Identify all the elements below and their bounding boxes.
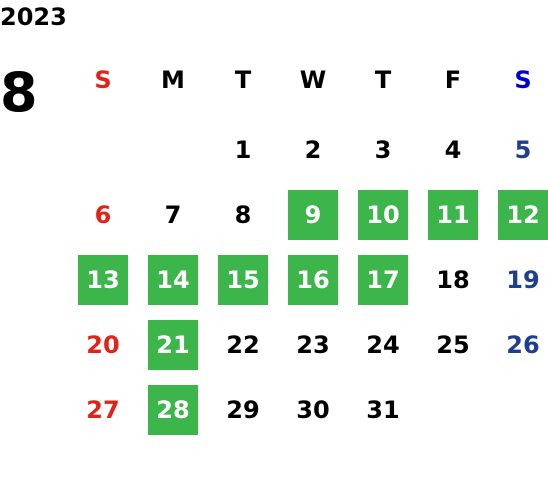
day-cell-31[interactable]: 31 [348,385,418,435]
day-number: 7 [164,201,182,229]
day-cell-18[interactable]: 18 [418,255,488,305]
day-cell-8[interactable]: 8 [208,190,278,240]
day-number: 19 [506,266,540,294]
day-cell-30[interactable]: 30 [278,385,348,435]
weekday-header-tue: T [234,66,252,94]
weekday-header-thu: T [374,66,392,94]
day-cell-13[interactable]: 13 [68,255,138,305]
day-number: 10 [366,201,400,229]
day-number: 5 [514,136,532,164]
day-cell-27[interactable]: 27 [68,385,138,435]
day-number: 20 [86,331,120,359]
day-number: 29 [226,396,260,424]
day-cell-28[interactable]: 28 [138,385,208,435]
day-number: 1 [234,136,252,164]
year-label: 2023 [0,3,67,31]
day-number: 22 [226,331,260,359]
day-cell-19[interactable]: 19 [488,255,548,305]
day-number: 11 [436,201,470,229]
day-cell-22[interactable]: 22 [208,320,278,370]
day-cell-14[interactable]: 14 [138,255,208,305]
day-cell-11[interactable]: 11 [418,190,488,240]
day-cell-23[interactable]: 23 [278,320,348,370]
weekday-header-sat: S [514,66,532,94]
day-number: 12 [506,201,540,229]
day-number: 24 [366,331,400,359]
day-cell-29[interactable]: 29 [208,385,278,435]
day-number: 18 [436,266,470,294]
day-number: 8 [234,201,252,229]
weekday-header-mon: M [161,66,185,94]
day-number: 25 [436,331,470,359]
day-number: 17 [366,266,400,294]
day-number: 21 [156,331,190,359]
day-number: 4 [444,136,462,164]
day-number: 3 [374,136,392,164]
day-cell-21[interactable]: 21 [138,320,208,370]
day-cell-24[interactable]: 24 [348,320,418,370]
day-number: 13 [86,266,120,294]
weekday-header-sun: S [94,66,112,94]
day-cell-4[interactable]: 4 [418,125,488,175]
day-cell-3[interactable]: 3 [348,125,418,175]
day-cell-2[interactable]: 2 [278,125,348,175]
day-number: 30 [296,396,330,424]
day-cell-1[interactable]: 1 [208,125,278,175]
day-cell-9[interactable]: 9 [278,190,348,240]
day-number: 2 [304,136,322,164]
day-cell-5[interactable]: 5 [488,125,548,175]
day-number: 23 [296,331,330,359]
day-number: 31 [366,396,400,424]
day-cell-12[interactable]: 12 [488,190,548,240]
day-cell-17[interactable]: 17 [348,255,418,305]
weekday-header-fri: F [444,66,462,94]
month-number: 8 [0,61,38,124]
day-cell-6[interactable]: 6 [68,190,138,240]
day-cell-7[interactable]: 7 [138,190,208,240]
day-number: 15 [226,266,260,294]
day-number: 9 [304,201,322,229]
day-number: 27 [86,396,120,424]
day-cell-26[interactable]: 26 [488,320,548,370]
day-cell-20[interactable]: 20 [68,320,138,370]
day-number: 26 [506,331,540,359]
day-number: 16 [296,266,330,294]
weekday-header-wed: W [299,66,327,94]
day-cell-25[interactable]: 25 [418,320,488,370]
day-cell-10[interactable]: 10 [348,190,418,240]
day-number: 6 [94,201,112,229]
day-number: 28 [156,396,190,424]
day-cell-16[interactable]: 16 [278,255,348,305]
day-number: 14 [156,266,190,294]
day-cell-15[interactable]: 15 [208,255,278,305]
